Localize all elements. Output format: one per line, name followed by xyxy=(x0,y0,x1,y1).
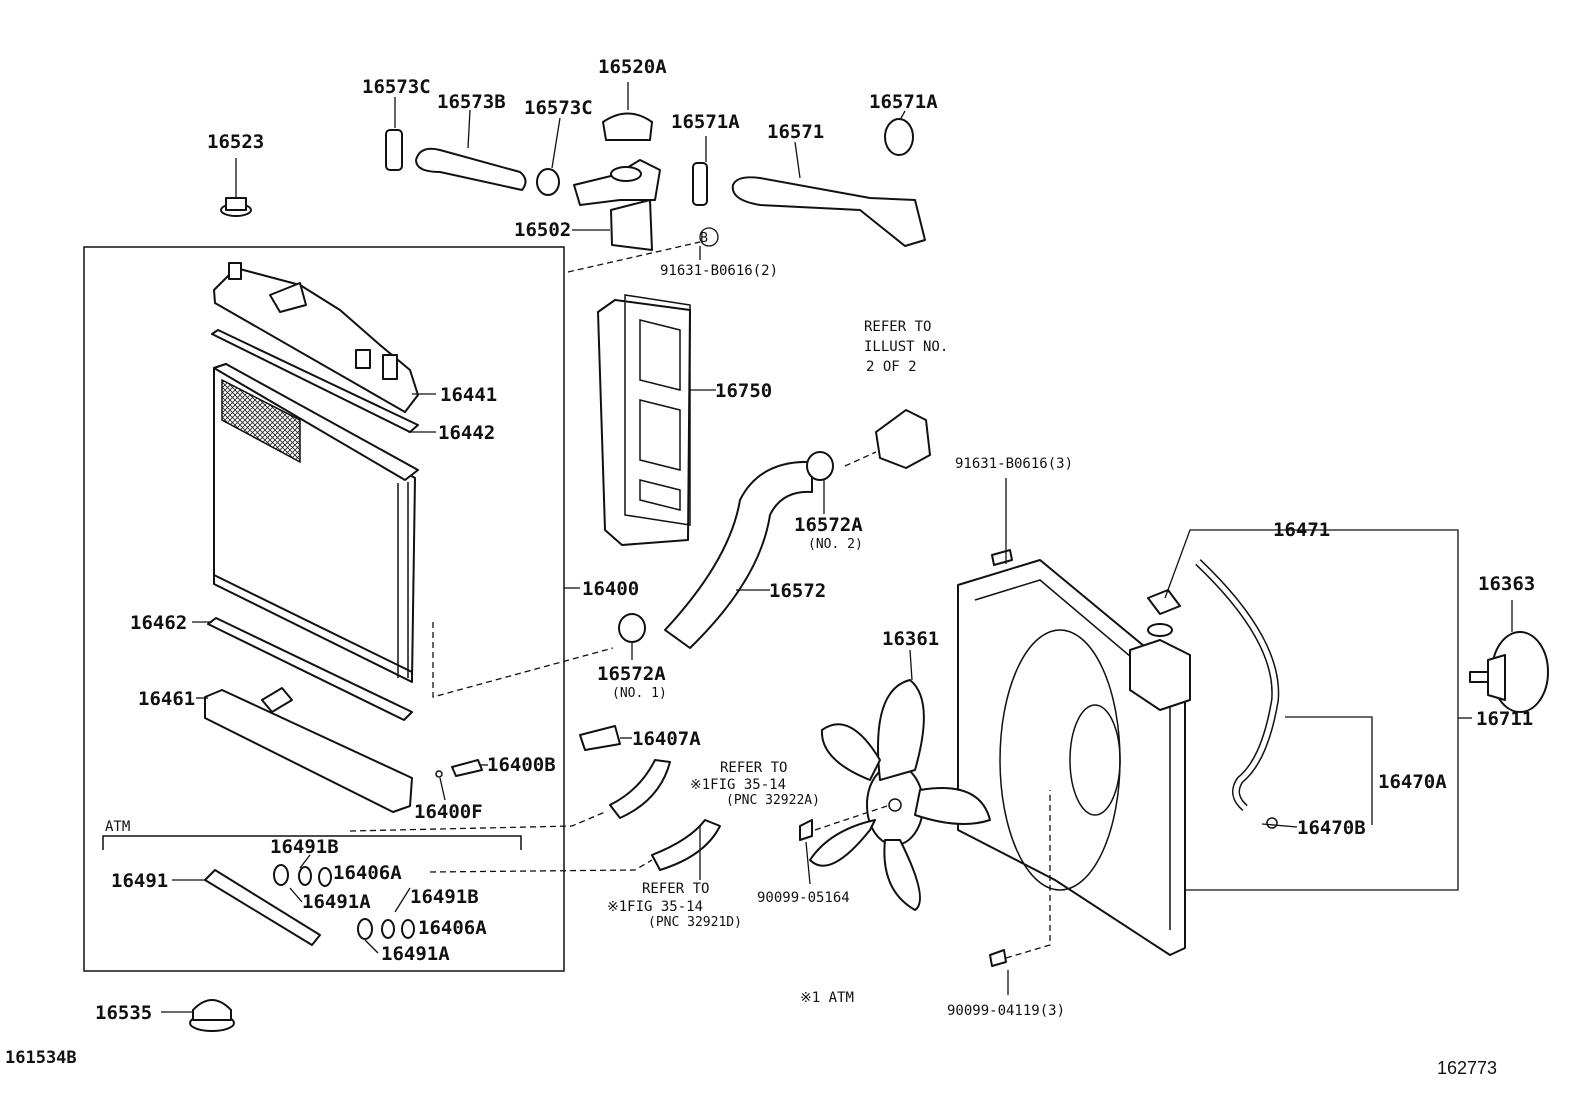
label-16571a-right: 16571A xyxy=(869,91,938,113)
label-16361: 16361 xyxy=(882,628,939,650)
label-16572a-no2: 16572A xyxy=(794,514,863,536)
radiator-assembly-frame xyxy=(83,246,565,972)
oil-cooler-pipe-shape xyxy=(204,864,415,946)
oil-hose-lower-shape xyxy=(651,819,721,871)
label-16573c-left: 16573C xyxy=(362,76,431,98)
label-16571a-left: 16571A xyxy=(671,111,740,133)
atm-bracket-line xyxy=(102,835,522,850)
label-16407a: 16407A xyxy=(632,728,701,750)
upper-gasket-shape xyxy=(211,329,419,433)
label-16462: 16462 xyxy=(130,612,187,634)
label-16572a-no1: 16572A xyxy=(597,663,666,685)
label-16470b: 16470B xyxy=(1297,817,1366,839)
refer-fig-a-line3: (PNC 32922A) xyxy=(726,793,820,808)
label-90099-04119: 90099-04119(3) xyxy=(947,1003,1065,1019)
drain-cock-shape xyxy=(451,759,483,777)
hose-clip-shape xyxy=(1266,817,1278,829)
cushion-lower-shape xyxy=(189,999,235,1032)
refer-fig-b-line3: (PNC 32921D) xyxy=(648,915,742,930)
label-16573c-right: 16573C xyxy=(524,97,593,119)
fan-shroud-shape xyxy=(957,559,1191,956)
label-16572: 16572 xyxy=(769,580,826,602)
label-16461: 16461 xyxy=(138,688,195,710)
upper-hose-shapes xyxy=(385,112,926,251)
refer-fig-a-line2: ※1FIG 35-14 xyxy=(690,777,786,793)
label-no1: (NO. 1) xyxy=(612,686,667,701)
label-no2: (NO. 2) xyxy=(808,537,863,552)
radiator-core-shape xyxy=(213,363,419,683)
label-16400b: 16400B xyxy=(487,754,556,776)
label-atm-bracket: ATM xyxy=(105,819,130,835)
callout-b-circle xyxy=(699,227,719,247)
label-90099-05164: 90099-05164 xyxy=(757,890,850,906)
switch-shape xyxy=(579,725,621,751)
air-guide-shroud-shape xyxy=(597,294,691,546)
label-16470a: 16470A xyxy=(1378,771,1447,793)
fan-motor-shape xyxy=(1469,631,1549,713)
refer-illust-line3: 2 OF 2 xyxy=(866,359,917,375)
callout-b-letter: B xyxy=(700,231,708,246)
shroud-bolt-shape xyxy=(991,549,1013,566)
label-16491b-top: 16491B xyxy=(270,836,339,858)
refer-illust-line2: ILLUST NO. xyxy=(864,339,948,355)
label-16535: 16535 xyxy=(95,1002,152,1024)
label-16502: 16502 xyxy=(514,219,571,241)
label-16573b: 16573B xyxy=(437,91,506,113)
refer-fig-b-line1: REFER TO xyxy=(642,881,709,897)
label-16406a-top: 16406A xyxy=(333,862,402,884)
lower-bolt-shape xyxy=(989,949,1007,967)
label-91631-b0616-3: 91631-B0616(3) xyxy=(955,456,1073,472)
label-16400f: 16400F xyxy=(414,801,483,823)
upper-tank-shape xyxy=(213,262,419,413)
label-16406a-bottom: 16406A xyxy=(418,917,487,939)
hose-clamp-no1-shape xyxy=(618,613,646,643)
lower-gasket-shape xyxy=(207,617,413,721)
label-16750: 16750 xyxy=(715,380,772,402)
footer-right-code: 162773 xyxy=(1437,1058,1497,1078)
refer-fig-b-line2: ※1FIG 35-14 xyxy=(607,899,703,915)
label-16520a: 16520A xyxy=(598,56,667,78)
drain-plug-shape xyxy=(435,770,443,778)
cushion-upper-shape xyxy=(220,197,252,217)
oil-hose-upper-shape xyxy=(609,759,671,819)
hose-clamp-no2-shape xyxy=(806,451,834,481)
label-16491: 16491 xyxy=(111,870,168,892)
label-16491a-bottom: 16491A xyxy=(381,943,450,965)
refer-illust-line1: REFER TO xyxy=(864,319,931,335)
label-16363: 16363 xyxy=(1478,573,1535,595)
fan-nut-shape xyxy=(799,819,813,841)
label-91631-b0616-2: 91631-B0616(2) xyxy=(660,263,778,279)
label-16523: 16523 xyxy=(207,131,264,153)
water-inlet-shape xyxy=(875,409,931,469)
lower-tank-shape xyxy=(204,687,413,813)
footer-left-code: 161534B xyxy=(5,1048,77,1068)
label-footnote-atm: ※1 ATM xyxy=(800,990,854,1006)
label-16441: 16441 xyxy=(440,384,497,406)
fan-blade-shape xyxy=(809,679,991,911)
label-16491b-bottom: 16491B xyxy=(410,886,479,908)
label-16442: 16442 xyxy=(438,422,495,444)
label-16471: 16471 xyxy=(1273,519,1330,541)
label-16400: 16400 xyxy=(582,578,639,600)
label-16571: 16571 xyxy=(767,121,824,143)
label-16711: 16711 xyxy=(1476,708,1533,730)
refer-fig-a-line1: REFER TO xyxy=(720,760,787,776)
label-16491a-top: 16491A xyxy=(302,891,371,913)
